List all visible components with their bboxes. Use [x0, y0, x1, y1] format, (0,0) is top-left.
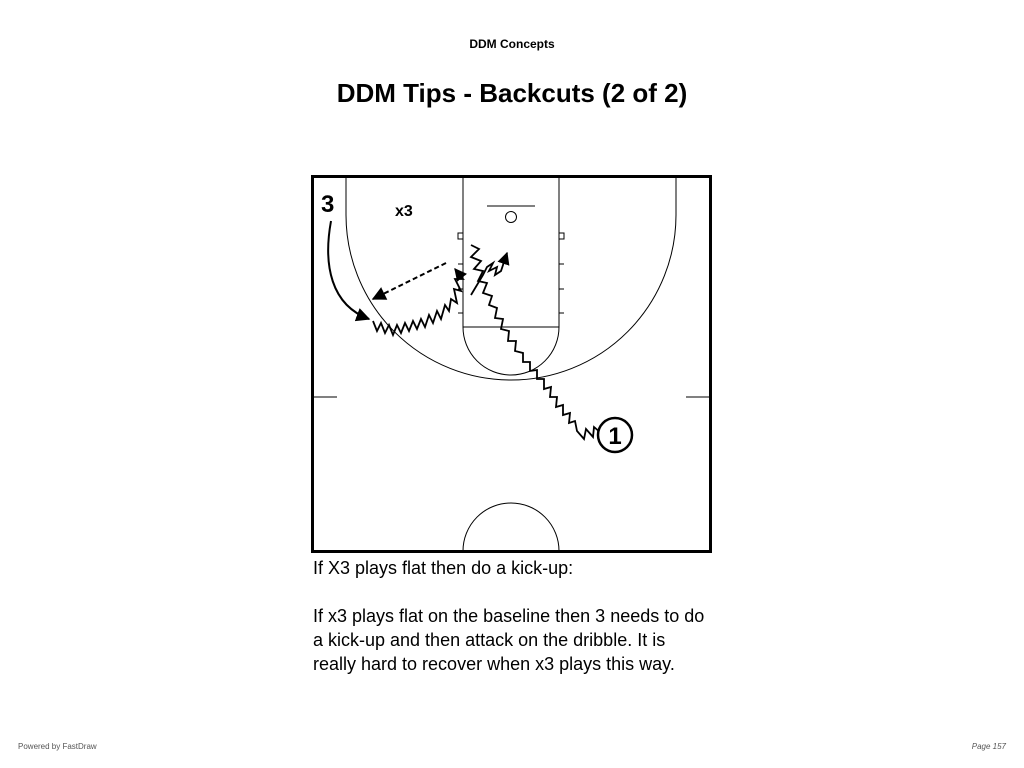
section-header: DDM Concepts [469, 37, 555, 51]
caption: If X3 plays flat then do a kick-up: If x… [313, 556, 713, 676]
rim [505, 211, 517, 223]
dribble-path-1 [469, 244, 602, 441]
footer-page-number: Page 157 [971, 742, 1006, 751]
dribble-arrow-1 [470, 251, 510, 296]
dribble-path-3 [372, 268, 468, 338]
free-throw-circle [462, 326, 560, 376]
caption-body: If x3 plays flat on the baseline then 3 … [313, 606, 705, 674]
defender-x3-label: x3 [395, 203, 413, 220]
court-lines [314, 176, 709, 552]
caption-heading: If X3 plays flat then do a kick-up: [313, 558, 574, 578]
lane-block-left [457, 232, 464, 240]
player-1-label: 1 [608, 423, 621, 450]
player-3-label: 3 [321, 191, 334, 218]
player-1-circle [596, 416, 634, 454]
three-point-line [345, 177, 677, 381]
footer-powered-by: Powered by FastDraw [18, 742, 97, 751]
page-title: DDM Tips - Backcuts (2 of 2) [336, 78, 688, 108]
court-border [311, 175, 712, 553]
cut-path [327, 220, 371, 322]
court-diagram: 3 x3 1 [311, 175, 712, 553]
kickup-pass-path [371, 262, 447, 300]
center-circle [462, 502, 560, 552]
lane [462, 176, 560, 328]
lane-block-right [558, 232, 565, 240]
